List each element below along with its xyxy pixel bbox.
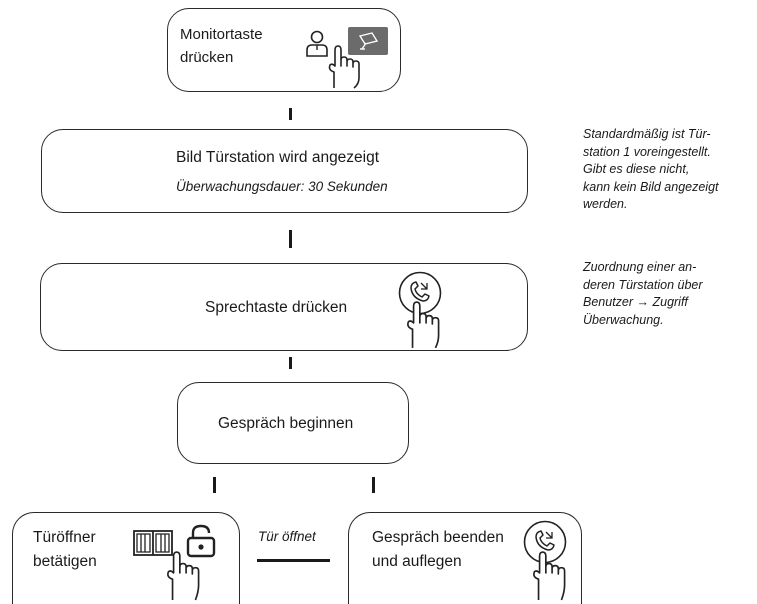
- connector-call-opener: [213, 477, 216, 493]
- step-opener-line2: betätigen: [33, 553, 97, 570]
- note-line: werden.: [583, 197, 628, 211]
- pointing-hand-icon: [167, 551, 200, 601]
- edge-line-opener-end: [257, 559, 330, 562]
- note-line: deren Türstation über: [583, 277, 703, 292]
- note-line: Zuordnung einer an-: [583, 260, 697, 274]
- step-end-line2: und auflegen: [372, 553, 462, 570]
- user-icon: [306, 30, 328, 57]
- step-monitor-line2: drücken: [180, 49, 234, 66]
- step-image-duration: Überwachungsdauer: 30 Sekunden: [176, 179, 388, 194]
- pointing-hand-icon: [328, 45, 360, 89]
- step-end-line1: Gespräch beenden: [372, 529, 504, 546]
- pointing-hand-icon: [407, 301, 440, 349]
- step-call-label: Gespräch beginnen: [218, 415, 354, 432]
- note-line: Gibt es diese nicht,: [583, 162, 690, 176]
- step-monitor-line1: Monitortaste: [180, 26, 263, 43]
- step-opener-line1: Türöffner: [33, 529, 96, 546]
- door-icon: [133, 530, 173, 556]
- note-line: kann kein Bild angezeigt: [583, 179, 719, 194]
- step-talk-label: Sprechtaste drücken: [205, 299, 348, 316]
- edge-label-door-opens: Tür öffnet: [258, 529, 316, 544]
- step-opener-box: [12, 512, 240, 604]
- note-assignment: Zuordnung einer an- deren Türstation übe…: [583, 259, 703, 329]
- note-line: Überwachung.: [583, 312, 664, 327]
- connector-call-end: [372, 477, 375, 493]
- step-image-box: [41, 129, 528, 213]
- camera-button-icon: [348, 27, 388, 55]
- connector-image-talk: [289, 230, 292, 248]
- step-image-title: Bild Türstation wird angezeigt: [176, 149, 380, 166]
- note-line: Benutzer → Zugriff: [583, 295, 688, 309]
- padlock-icon: [186, 524, 216, 558]
- note-default-station: Standardmäßig ist Tür- station 1 voreing…: [583, 126, 719, 214]
- connector-talk-call: [289, 357, 292, 369]
- step-call-box: [177, 382, 409, 464]
- pointing-hand-icon: [533, 551, 566, 601]
- step-talk-box: [40, 263, 528, 351]
- connector-monitor-image: [289, 108, 292, 120]
- note-line: station 1 voreingestellt.: [583, 144, 711, 159]
- note-line: Standardmäßig ist Tür-: [583, 127, 711, 141]
